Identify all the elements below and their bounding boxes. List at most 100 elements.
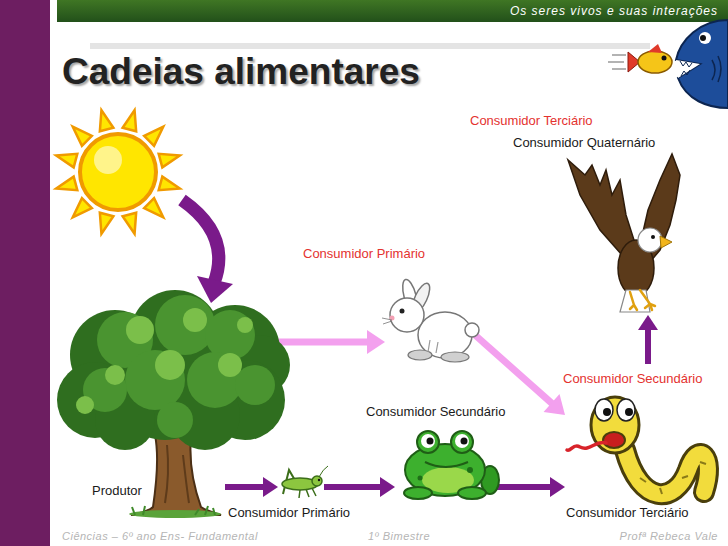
trophic-label: Consumidor Quaternário [513,135,655,151]
label-slot: Consumidor Quaternário [513,135,655,151]
diagram-title: Cadeias alimentares [62,52,420,93]
organism-node: Consumidor TerciárioConsumidor Quaternár… [565,150,683,315]
snake-picture [625,450,708,494]
frog-picture [427,438,434,445]
sun-icon [159,149,182,168]
eagle-picture [568,160,634,255]
arrow-head [550,477,565,497]
title-underbar [90,43,650,49]
fish-icon [700,35,706,41]
frog-picture [461,438,468,445]
snake-picture [567,443,606,451]
sun-icon [68,122,92,146]
sun-icon [123,108,142,131]
food-arrow [225,477,278,497]
frog-picture [467,467,473,473]
tree-picture [126,316,154,344]
snake-picture [625,408,633,416]
organism-node: Consumidor Secundário [395,428,495,500]
tree-picture [157,402,193,438]
grasshopper-picture [312,476,322,486]
fish-icon [638,51,672,73]
grasshopper-picture [282,466,328,498]
fish-icon [662,56,667,61]
sun-icon [95,213,114,236]
arrow-shaft [324,484,382,490]
eagle-picture [660,236,672,248]
rabbit-picture [465,323,479,337]
arrow-head [380,477,395,497]
tree-picture [187,352,243,408]
label-slot: Os seres vivos e suas interações [510,4,718,19]
sun-icon [54,177,77,196]
tree-picture [105,365,125,385]
snake-picture [603,432,625,448]
label-slot: Consumidor Terciário [470,113,593,129]
grasshopper-picture [318,479,320,481]
tree-picture [218,353,242,377]
sun-icon [54,108,181,235]
snake-picture [567,397,708,494]
tree-picture [155,350,185,380]
label-slot: Consumidor Primário [303,246,425,262]
sun-icon [159,177,182,196]
trophic-label: Consumidor Terciário [566,505,689,521]
sun-icon [68,198,92,222]
label-slot: Consumidor Terciário [566,505,689,521]
footer-text: Ciências – 6º ano Ens- Fundamental [62,529,258,543]
label-slot: Profª Rebeca Vale [620,529,718,543]
trophic-label: Consumidor Terciário [470,113,593,129]
eagle-picture [651,235,655,239]
food-arrow [324,477,395,497]
food-arrow [638,315,658,364]
arrow-head [367,330,385,354]
sun-icon [80,134,156,210]
fish-icon [680,61,692,76]
sun-icon [144,198,168,222]
fish-icon [608,20,728,108]
sun-icon [95,108,114,131]
frog-picture [404,487,432,499]
fish-icon [712,56,721,82]
arrow-head [544,394,565,415]
label-slot: Produtor [92,483,142,499]
tree-picture [132,506,215,515]
arrow-head [638,315,658,330]
label-slot: Ciências – 6º ano Ens- Fundamental [62,529,258,543]
frog-picture [451,431,473,453]
snake-picture [595,399,613,421]
label-slot: 1º Bimestre [368,529,430,543]
footer-text: Profª Rebeca Vale [620,529,718,543]
side-band [0,0,50,546]
footer-text: 1º Bimestre [368,529,430,543]
frog-picture [418,476,423,481]
frog-picture [425,462,468,467]
frog-picture [455,434,469,448]
tree-picture [183,308,207,332]
organism-node: Consumidor SecundárioConsumidor Terciári… [565,364,715,503]
title-slot: Cadeias alimentares [62,52,420,93]
rabbit-picture [400,309,405,314]
organism-node: Consumidor Primário [278,468,324,502]
grasshopper-picture [319,466,328,477]
sun-icon [54,149,77,168]
tree-picture [57,290,290,518]
snake-picture [603,408,611,416]
tree-picture [237,317,253,333]
fish-icon [676,60,700,78]
arrow-shaft [475,335,553,404]
food-arrow [475,335,565,415]
trophic-label: Consumidor Primário [303,246,425,262]
tree-picture [235,365,275,405]
tree-picture [76,396,94,414]
header-text: Os seres vivos e suas interações [510,4,718,19]
title-underbar [90,43,650,49]
organism-node: Produtor [55,295,225,517]
label-slot: Consumidor Primário [228,505,350,521]
trophic-label: Consumidor Primário [228,505,350,521]
sun-arrow [197,276,233,303]
fish-icon [699,32,711,44]
rabbit-picture [428,340,438,353]
rabbit-picture [441,352,469,362]
eagle-picture [630,290,655,310]
